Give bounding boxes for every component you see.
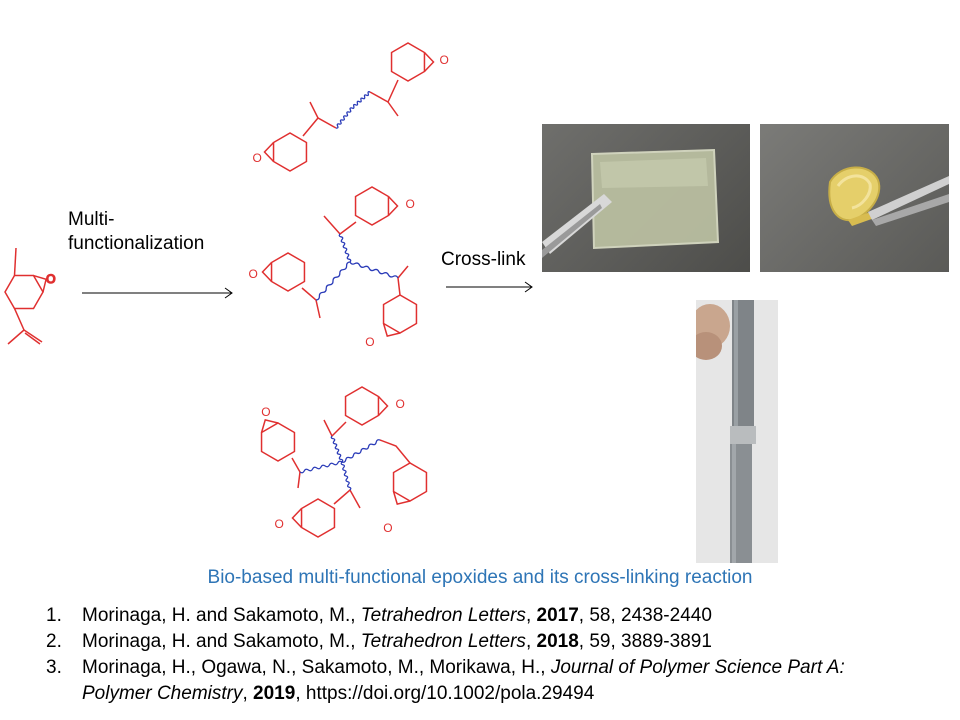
limonene-oxide-structure: O: [4, 247, 56, 345]
reference-item: 1. Morinaga, H. and Sakamoto, M., Tetrah…: [46, 603, 946, 629]
oxygen-atom-label: O: [365, 335, 374, 349]
photo-lap-shear-specimen: [696, 300, 778, 563]
reference-journal: Journal of Polymer Science Part A: Polym…: [82, 657, 845, 704]
oxygen-atom-label: O: [406, 197, 415, 211]
trifunctional-epoxide-structure: O O O: [248, 186, 418, 349]
difunctional-epoxide-structure: OO: [252, 42, 449, 172]
cross-link-label: Cross-link: [441, 249, 526, 270]
figure-caption: Bio-based multi-functional epoxides and …: [207, 567, 753, 588]
oxygen-atom-label: O: [261, 405, 270, 419]
reference-year: 2018: [536, 631, 579, 652]
oxygen-atom-label: O: [396, 397, 405, 411]
multifunctionalization-label: Multi- functionalization: [68, 208, 204, 256]
oxygen-atom-label: O: [274, 517, 283, 531]
multifunctionalization-label-line2: functionalization: [68, 233, 205, 254]
arrow-multifunctionalization: [82, 287, 233, 299]
oxygen-atom-label: O: [440, 53, 449, 67]
reference-number: 3.: [46, 657, 62, 678]
reference-list: 1. Morinaga, H. and Sakamoto, M., Tetrah…: [46, 603, 946, 707]
oxygen-atom-label: O: [252, 151, 261, 165]
photo-flexible-film: [760, 124, 949, 272]
arrow-cross-link: [446, 281, 533, 293]
reference-year: 2017: [536, 605, 579, 626]
reference-number: 1.: [46, 605, 62, 626]
reference-number: 2.: [46, 631, 62, 652]
reference-text: Morinaga, H., Ogawa, N., Sakamoto, M., M…: [82, 657, 845, 704]
photo-cured-film: [542, 124, 750, 272]
reference-journal: Tetrahedron Letters: [360, 605, 526, 626]
reference-item: 2. Morinaga, H. and Sakamoto, M., Tetrah…: [46, 629, 946, 655]
oxygen-atom-label: O: [46, 272, 55, 286]
reference-text: Morinaga, H. and Sakamoto, M., Tetrahedr…: [82, 631, 712, 652]
reference-text: Morinaga, H. and Sakamoto, M., Tetrahedr…: [82, 605, 712, 626]
oxygen-atom-label: O: [248, 267, 257, 281]
oxygen-atom-label: O: [383, 521, 392, 535]
reference-item: 3. Morinaga, H., Ogawa, N., Sakamoto, M.…: [46, 655, 946, 707]
multifunctionalization-label-line1: Multi-: [68, 209, 115, 230]
reference-year: 2019: [253, 683, 296, 704]
tetrafunctional-epoxide-structure: O O O O: [260, 386, 428, 538]
reference-journal: Tetrahedron Letters: [360, 631, 526, 652]
